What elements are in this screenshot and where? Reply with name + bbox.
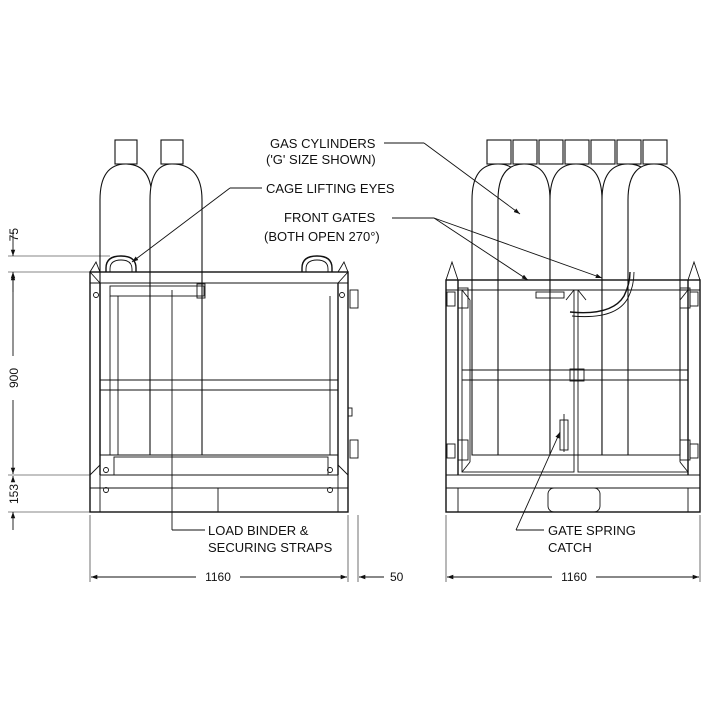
dimensions [8,230,701,582]
gas-cylinders-sublabel: ('G' SIZE SHOWN) [266,152,376,167]
dim-side-offset: 50 [390,570,404,584]
gate-spring-catch-sublabel: CATCH [548,540,592,555]
gas-cylinders-label: GAS CYLINDERS [270,136,376,151]
front-cage-frame [445,260,701,513]
dim-front-width: 1160 [561,570,587,584]
load-binder-label: LOAD BINDER & [208,523,309,538]
dim-cage-height: 900 [7,368,21,388]
front-cylinders [471,139,681,456]
front-gates-label: FRONT GATES [284,210,376,225]
dimension-labels: 75 900 153 1160 50 1160 [7,228,587,584]
dim-eye-height: 75 [7,228,21,242]
side-cylinders [99,139,203,456]
annotation-leaders [131,142,603,531]
front-view [445,139,701,513]
gate-spring-catch-label: GATE SPRING [548,523,636,538]
front-gates-sublabel: (BOTH OPEN 270°) [264,229,380,244]
annotation-labels: GAS CYLINDERS ('G' SIZE SHOWN) CAGE LIFT… [208,136,636,555]
cage-lifting-eyes-label: CAGE LIFTING EYES [266,181,395,196]
side-lifting-eyes [89,255,349,273]
side-view [89,139,359,531]
side-cage-frame [89,271,359,513]
dim-side-width: 1160 [205,570,231,584]
dim-base-height: 153 [7,484,21,504]
load-binder-sublabel: SECURING STRAPS [208,540,333,555]
